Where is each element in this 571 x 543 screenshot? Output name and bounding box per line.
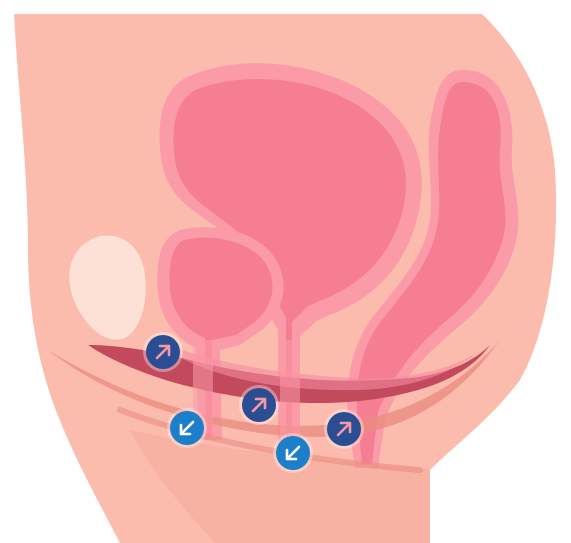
marker-contract — [143, 332, 183, 372]
marker-relax — [273, 433, 313, 473]
marker-contract — [239, 385, 279, 425]
marker-relax — [167, 408, 207, 448]
marker-contract — [324, 409, 364, 449]
